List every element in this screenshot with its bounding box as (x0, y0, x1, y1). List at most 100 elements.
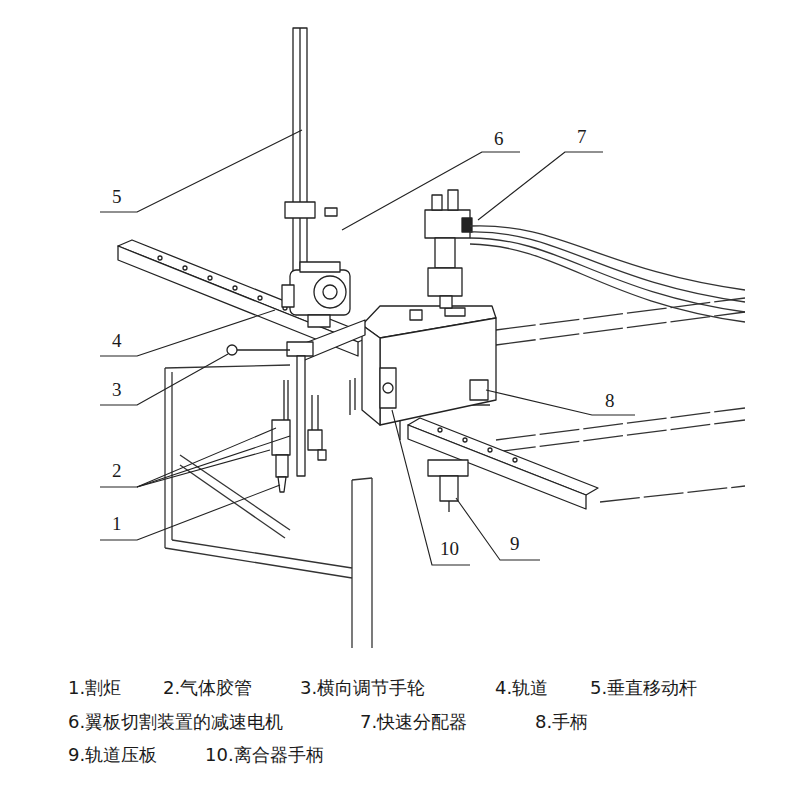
gas-distributor (440, 296, 452, 308)
carriage-body (362, 325, 380, 425)
leader-lines (100, 310, 275, 356)
part-key: 9.轨道压板 (68, 745, 157, 766)
handle (470, 380, 488, 400)
motor (300, 262, 340, 272)
leader-lines (478, 152, 603, 220)
cutting-torch (287, 380, 288, 420)
table-frame (164, 368, 165, 548)
table-frame (165, 298, 745, 648)
cutting-torch (318, 450, 326, 460)
table-frame (351, 480, 352, 648)
part-key: 1.割炬 (68, 678, 121, 699)
callout-number: 1 (110, 513, 124, 535)
callout-number: 4 (110, 330, 124, 352)
leader-lines (100, 354, 228, 405)
part-key: 8.手柄 (535, 712, 588, 733)
callout-number: 3 (110, 379, 124, 401)
leader-lines (100, 130, 635, 565)
carriage-body (362, 306, 496, 440)
rail-holes (233, 286, 237, 290)
vertical-rod (325, 208, 337, 216)
hand-wheel (227, 345, 290, 355)
gas-distributor (425, 190, 472, 308)
callout-number: 6 (492, 128, 506, 150)
callout-number: 2 (110, 460, 124, 482)
rail-holes (438, 428, 517, 462)
gas-distributor (462, 218, 472, 232)
cutting-torch (283, 380, 284, 420)
rail (118, 240, 372, 342)
gas-hoses (470, 244, 745, 322)
rail-holes (258, 296, 262, 300)
hand-wheel (227, 345, 237, 355)
leader-lines (456, 498, 540, 560)
gas-distributor (432, 195, 442, 210)
rail-holes (208, 276, 212, 280)
cutting-torch (272, 356, 326, 492)
cutting-torch (272, 420, 290, 455)
vertical-rod (299, 28, 300, 298)
part-key: 10.离合器手柄 (205, 745, 324, 766)
motor (308, 315, 330, 327)
leader-lines (100, 485, 280, 540)
part-key: 3.横向调节手轮 (300, 678, 425, 699)
table-frame (600, 486, 745, 502)
rail-holes (488, 448, 492, 452)
leader-lines (100, 130, 302, 212)
cutting-torch (297, 356, 305, 476)
motor (282, 262, 350, 327)
table-frame (496, 312, 745, 345)
rail-clamp (440, 476, 458, 501)
table-frame (165, 365, 290, 368)
rail (408, 425, 586, 509)
motor (290, 270, 350, 315)
part-key: 7.快速分配器 (360, 712, 467, 733)
rail-holes (513, 458, 517, 462)
gas-distributor (435, 238, 455, 268)
gas-distributor (428, 268, 462, 296)
leader-lines (392, 410, 470, 565)
carriage-body (399, 420, 400, 440)
leader-lines (137, 450, 270, 487)
callout-number: 7 (575, 126, 589, 148)
cutting-torch (317, 395, 318, 430)
handle (470, 380, 488, 400)
carriage-body (445, 308, 465, 316)
rail-holes (158, 256, 287, 310)
cross-arm (300, 320, 365, 415)
part-key: 4.轨道 (495, 678, 548, 699)
part-key: 5.垂直移动杆 (590, 678, 697, 699)
cutting-torch (278, 477, 286, 492)
rail-clamp (428, 460, 468, 512)
motor (314, 276, 346, 308)
table-frame (496, 298, 745, 330)
carriage-body (380, 318, 496, 425)
rail-holes (438, 428, 442, 432)
part-key: 6.翼板切割装置的减速电机 (68, 712, 283, 733)
callout-number: 5 (110, 186, 124, 208)
cutting-torch (276, 455, 288, 477)
carriage-body (380, 368, 396, 408)
motor (282, 285, 294, 307)
callout-number: 10 (438, 538, 461, 560)
rail-holes (158, 256, 162, 260)
table-frame (371, 478, 372, 648)
rail-clamp (448, 501, 449, 512)
rail-clamp (428, 460, 468, 476)
part-key: 2.气体胶管 (163, 678, 252, 699)
cutting-torch (308, 430, 322, 450)
rail-holes (183, 266, 187, 270)
carriage-body (410, 310, 422, 320)
leader-lines (137, 436, 290, 487)
table-frame (352, 478, 372, 480)
cutting-torch (311, 395, 312, 430)
callout-number: 8 (603, 390, 617, 412)
vertical-rod (287, 342, 313, 356)
callout-number: 9 (508, 533, 522, 555)
carriage-body (383, 383, 393, 393)
motor (323, 285, 337, 299)
table-frame (496, 420, 745, 452)
vertical-rod (293, 28, 307, 298)
leader-lines (486, 390, 635, 415)
table-frame (171, 372, 172, 540)
